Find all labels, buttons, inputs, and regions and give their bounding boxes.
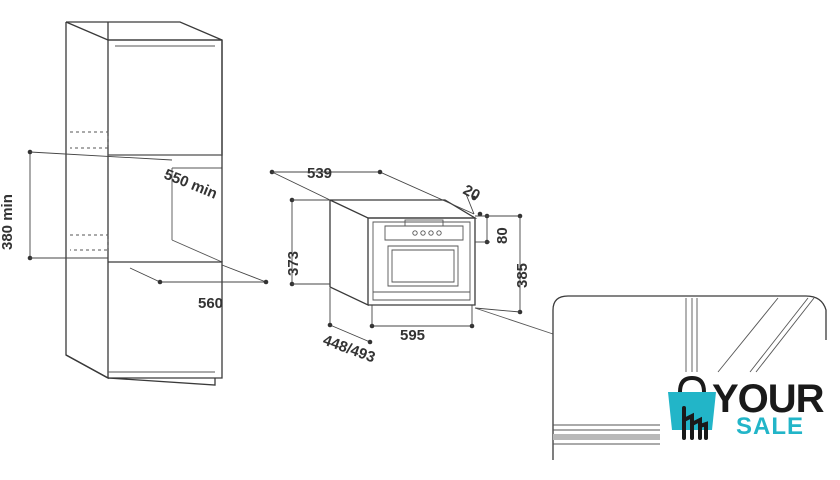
front-offset-label: 20 bbox=[460, 182, 483, 205]
zoom-connector bbox=[474, 307, 554, 335]
dim-cabinet-height: 380 min bbox=[0, 149, 173, 261]
panel-height-label: 80 bbox=[494, 227, 511, 244]
dim-panel-height: 80 bbox=[475, 213, 523, 245]
dim-cabinet-width: 560 bbox=[129, 264, 269, 312]
dim-front-offset: 20 bbox=[460, 182, 483, 217]
cabinet-depth-label: 550 min bbox=[162, 166, 220, 203]
brand-word-sale: SALE bbox=[736, 413, 804, 440]
oven-drawing bbox=[329, 199, 478, 307]
brand-logo: YOUR SALE bbox=[668, 375, 826, 440]
zoom-detail bbox=[552, 295, 827, 460]
dim-cabinet-depth: 550 min bbox=[162, 166, 220, 203]
brand-word-your: YOUR bbox=[712, 377, 825, 421]
cabinet-drawing bbox=[65, 21, 223, 386]
door-depth-label: 448/493 bbox=[321, 332, 378, 367]
dim-front-height: 385 bbox=[474, 216, 531, 315]
cabinet-width-label: 560 bbox=[198, 295, 223, 312]
cabinet-height-label: 380 min bbox=[0, 194, 16, 250]
front-width-label: 595 bbox=[400, 327, 425, 344]
dim-oven-depth: 539 bbox=[269, 165, 475, 215]
oven-depth-label: 539 bbox=[307, 165, 332, 182]
dim-door-depth: 448/493 bbox=[321, 288, 378, 367]
dim-oven-height: 373 bbox=[285, 197, 330, 287]
front-height-label: 385 bbox=[514, 263, 531, 288]
shopping-bag-hand-icon bbox=[668, 375, 716, 440]
oven-height-label: 373 bbox=[285, 251, 302, 276]
dim-front-width: 595 bbox=[369, 305, 475, 344]
